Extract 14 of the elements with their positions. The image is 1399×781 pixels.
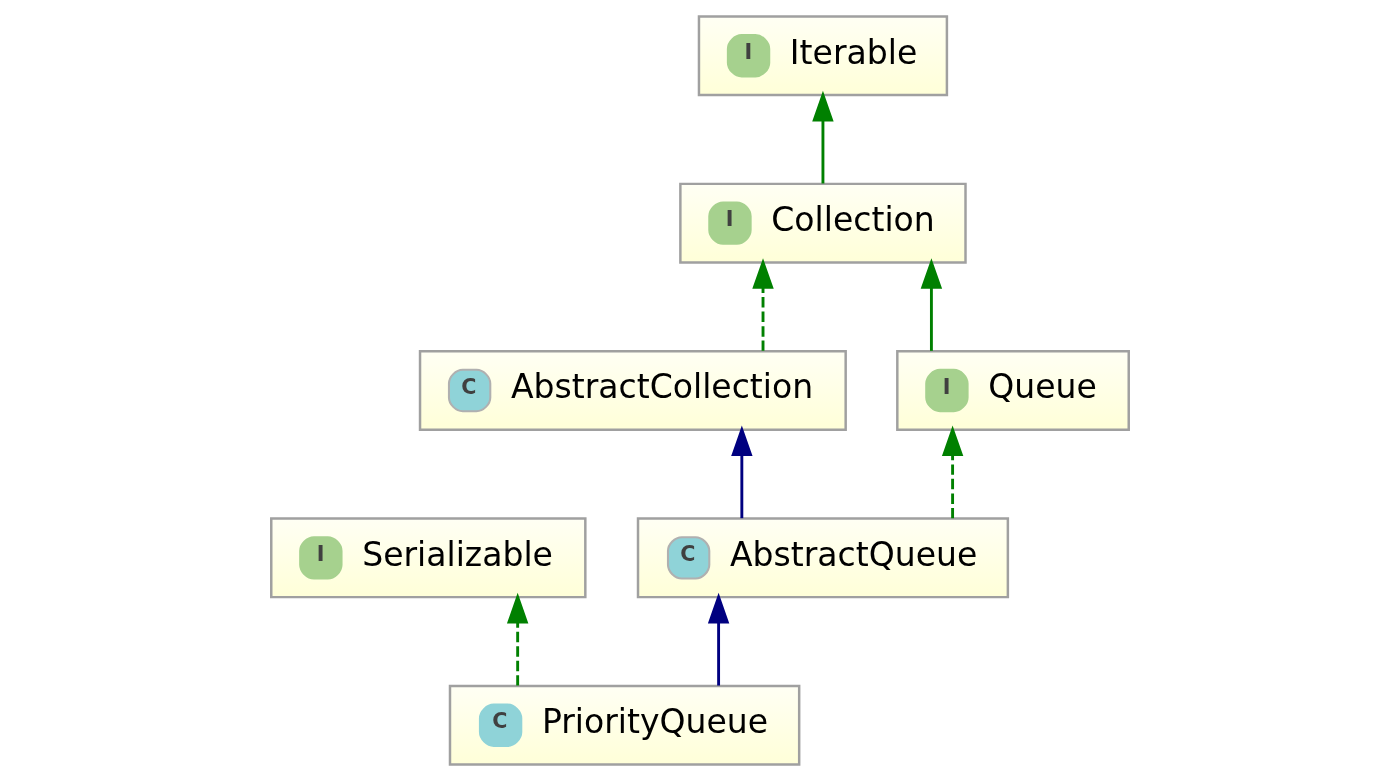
node-box: I Iterable <box>697 15 948 97</box>
node-box: I Serializable <box>269 517 587 599</box>
node-box: C PriorityQueue <box>448 684 800 766</box>
arrow <box>730 425 753 519</box>
arrow <box>811 90 834 184</box>
node-box: C AbstractCollection <box>418 350 847 431</box>
node-box: I Collection <box>678 182 967 264</box>
arrow <box>941 425 963 519</box>
node-box: I Queue <box>895 350 1130 431</box>
arrow <box>707 592 729 686</box>
arrow <box>920 258 942 351</box>
arrow <box>751 258 774 351</box>
arrow <box>506 592 528 686</box>
node-box: C AbstractQueue <box>636 517 1009 599</box>
